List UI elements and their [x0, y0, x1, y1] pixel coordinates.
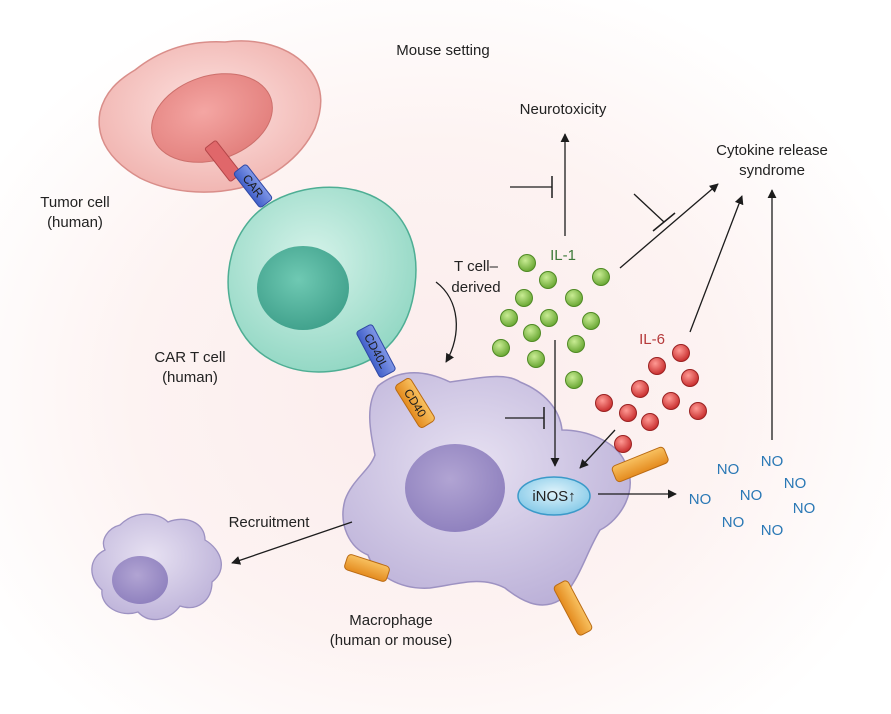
arrow-recruitment — [231, 521, 353, 565]
il6-particle — [619, 404, 637, 422]
car-t-cell-label-line1: CAR T cell — [154, 349, 225, 366]
il1-particle — [540, 309, 558, 327]
car-t-cell — [227, 186, 417, 373]
il1-particle — [582, 312, 600, 330]
arrow-il6-to-crs — [689, 195, 744, 333]
il1-particle — [539, 271, 557, 289]
t-cell-derived-line1: T cell– — [454, 258, 499, 275]
inos: iNOS↑ — [517, 476, 591, 516]
arrow-il6-to-inos — [579, 429, 616, 469]
no-label: NO — [784, 475, 807, 492]
il6-particle — [662, 392, 680, 410]
il1-particle — [500, 309, 518, 327]
il1-particles — [492, 254, 610, 389]
il1-particle — [492, 339, 510, 357]
macrophage — [342, 372, 631, 606]
no-label: NO — [689, 491, 712, 508]
macrophage-receptor — [344, 554, 390, 582]
il6-particle — [641, 413, 659, 431]
t-cell-derived-line2: derived — [451, 279, 500, 296]
il1-particle — [518, 254, 536, 272]
il1-label: IL-1 — [550, 247, 576, 264]
il1-particle — [565, 371, 583, 389]
il6-particle — [614, 435, 632, 453]
no-label: NO — [740, 487, 763, 504]
macrophage-receptor — [553, 580, 593, 636]
macrophage-receptor — [611, 446, 669, 483]
il1-particle — [567, 335, 585, 353]
car-t-cell-label-line2: (human) — [162, 369, 218, 386]
il6-particle — [672, 344, 690, 362]
il6-particle — [631, 380, 649, 398]
il6-label: IL-6 — [639, 331, 665, 348]
il6-particle — [681, 369, 699, 387]
tumor-cell-label-line1: Tumor cell — [40, 194, 109, 211]
arrow-il1-to-crs — [619, 183, 719, 269]
il6-particle — [595, 394, 613, 412]
crs-label-line1: Cytokine release — [716, 142, 828, 159]
no-label: NO — [717, 461, 740, 478]
macrophage-label-line1: Macrophage — [349, 612, 432, 629]
neurotoxicity-label: Neurotoxicity — [520, 101, 607, 118]
arrow-t-cell-derived — [435, 281, 457, 363]
inhibit-crs — [652, 212, 676, 232]
il6-particle — [689, 402, 707, 420]
il1-particle — [515, 289, 533, 307]
nitric-oxide-group: NO NO NO NO NO NO NO NO — [689, 453, 816, 539]
arrows — [231, 133, 777, 565]
no-label: NO — [793, 500, 816, 517]
inhibitors — [505, 176, 676, 429]
il6-particles — [595, 344, 707, 453]
macrophage-label-line2: (human or mouse) — [330, 632, 453, 649]
recruitment-label: Recruitment — [229, 514, 311, 531]
inos-label: iNOS↑ — [532, 488, 575, 505]
il6-particle — [648, 357, 666, 375]
tumor-cell — [98, 40, 322, 193]
recruited-macrophage — [91, 513, 222, 621]
diagram-title: Mouse setting — [396, 42, 489, 59]
crs-label-line2: syndrome — [739, 162, 805, 179]
no-label: NO — [722, 514, 745, 531]
tumor-cell-label-line2: (human) — [47, 214, 103, 231]
no-label: NO — [761, 522, 784, 539]
no-label: NO — [761, 453, 784, 470]
il1-particle — [527, 350, 545, 368]
il1-particle — [592, 268, 610, 286]
il1-particle — [523, 324, 541, 342]
il1-particle — [565, 289, 583, 307]
